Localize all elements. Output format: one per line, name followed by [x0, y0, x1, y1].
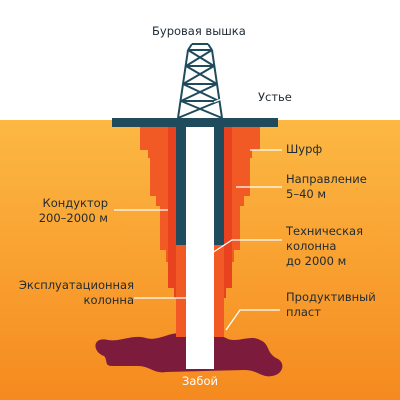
label-derrick: Буровая вышка: [152, 24, 246, 38]
label-bottomhole: Забой: [182, 374, 219, 388]
label-wellhead: Устье: [258, 90, 292, 104]
production-pipe-bottom: [186, 360, 214, 368]
leader-reservoir: [225, 309, 280, 331]
label-technical-column: Техническая колонна до 2000 м: [286, 224, 364, 268]
label-production-column: Эксплуатационная колонна: [18, 278, 134, 307]
production-pipe: [186, 127, 214, 369]
leader-technical: [211, 239, 282, 254]
label-productive-layer: Продуктивный пласт: [286, 290, 376, 319]
label-direction: Направление 5–40 м: [286, 172, 367, 201]
label-pit: Шурф: [286, 142, 323, 156]
derrick-icon: [177, 43, 223, 119]
leader-wellhead: [213, 97, 254, 103]
leader-lines: [114, 97, 282, 331]
label-conductor: Кондуктор 200–2000 м: [38, 196, 108, 225]
wellhead-platform: [112, 118, 278, 127]
